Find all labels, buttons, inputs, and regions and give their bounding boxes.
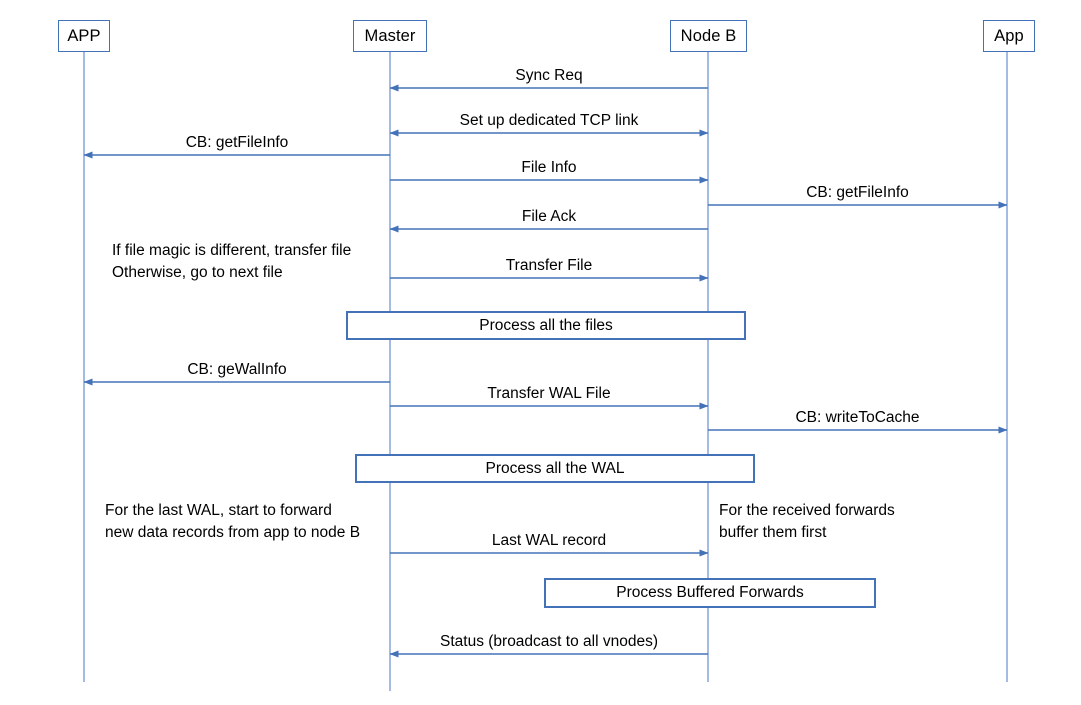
message-label-cb-writetocache: CB: writeToCache [795, 409, 920, 426]
message-label-transfer-file: Transfer File [505, 257, 593, 274]
activity-box-mask [357, 456, 753, 481]
activity-box-process-buffered-forwards[interactable]: Process Buffered Forwards [544, 578, 876, 608]
participant-label: APP [67, 26, 101, 45]
participant-label: App [994, 26, 1024, 45]
participant-label: Node B [680, 26, 737, 45]
message-label-last-wal-record: Last WAL record [491, 532, 607, 549]
message-label-sync-req: Sync Req [515, 67, 583, 84]
message-label-cb-getfileinfo-left: CB: getFileInfo [185, 134, 289, 151]
activity-box-mask [546, 580, 874, 606]
participant-box-app-right[interactable]: App [983, 20, 1035, 52]
message-label-transfer-wal-file: Transfer WAL File [487, 385, 611, 402]
message-label-setup-tcp-link: Set up dedicated TCP link [459, 112, 639, 129]
message-arrow-group [83, 84, 1008, 658]
activity-box-label: Process all the WAL [485, 459, 625, 477]
message-label-cb-getfileinfo-right: CB: getFileInfo [806, 184, 909, 201]
message-label-status-broadcast: Status (broadcast to all vnodes) [440, 633, 658, 650]
message-label-file-info: File Info [521, 159, 577, 176]
participant-box-app-left[interactable]: APP [58, 20, 110, 52]
activity-box-process-all-the-files[interactable]: Process all the files [346, 311, 746, 340]
activity-box-process-all-the-wal[interactable]: Process all the WAL [355, 454, 755, 483]
participant-box-master[interactable]: Master [353, 20, 427, 52]
note-file-magic: If file magic is different, transfer fil… [112, 242, 352, 281]
note-last-wal-forward: For the last WAL, start to forward new d… [105, 502, 361, 541]
message-label-cb-gewalinfo: CB: geWalInfo [187, 361, 287, 378]
lifeline-group [83, 52, 1008, 691]
message-label-file-ack: File Ack [521, 208, 577, 225]
note-buffer-forwards: For the received forwards buffer them fi… [719, 502, 895, 541]
activity-box-label: Process Buffered Forwards [616, 584, 804, 601]
activity-box-label: Process all the files [479, 316, 613, 334]
activity-box-mask [348, 313, 744, 338]
participant-label: Master [364, 26, 416, 45]
participant-box-node-b[interactable]: Node B [670, 20, 747, 52]
